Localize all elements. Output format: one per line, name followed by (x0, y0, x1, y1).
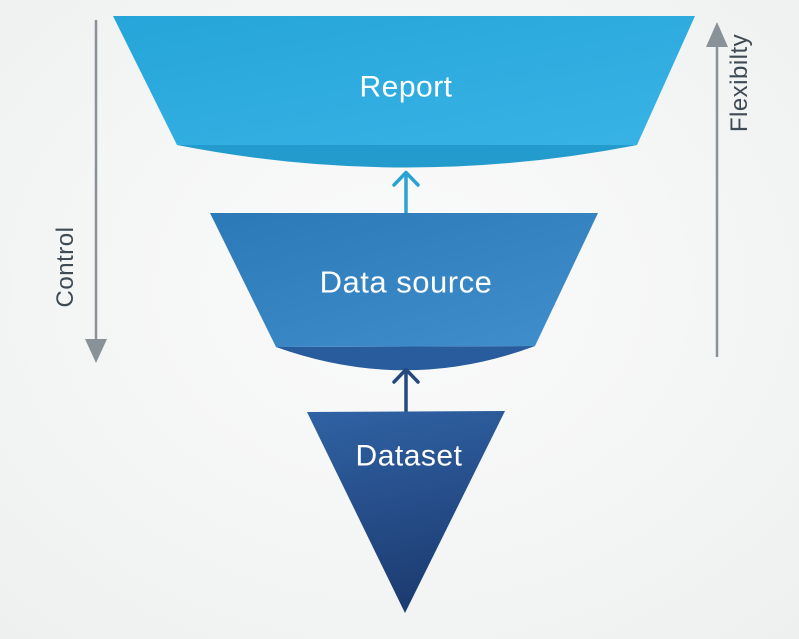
tier-data-source-body (210, 213, 598, 347)
chevron-up-icon (392, 170, 420, 187)
tier-dataset-body (307, 411, 505, 613)
arrow-dataset-to-datasource (392, 367, 420, 413)
chevron-up-icon (392, 367, 420, 384)
flexibility-axis: Flexibilty (706, 22, 753, 357)
arrow-down-icon (85, 339, 107, 363)
arrow-up-icon (706, 22, 728, 47)
tier-report-label: Report (359, 71, 452, 104)
tier-dataset: Dataset (307, 411, 505, 613)
arrow-datasource-to-report (392, 170, 420, 215)
control-axis: Control (52, 20, 107, 363)
tier-report-underside (177, 145, 637, 168)
tier-data-source-underside (276, 346, 535, 371)
tier-report: Report (113, 16, 695, 168)
tier-data-source: Data source (210, 213, 598, 371)
tier-dataset-label: Dataset (356, 440, 463, 473)
tier-data-source-label: Data source (320, 265, 493, 300)
flexibility-axis-label: Flexibilty (726, 34, 753, 132)
tier-report-body (113, 16, 695, 145)
control-axis-label: Control (52, 227, 79, 308)
